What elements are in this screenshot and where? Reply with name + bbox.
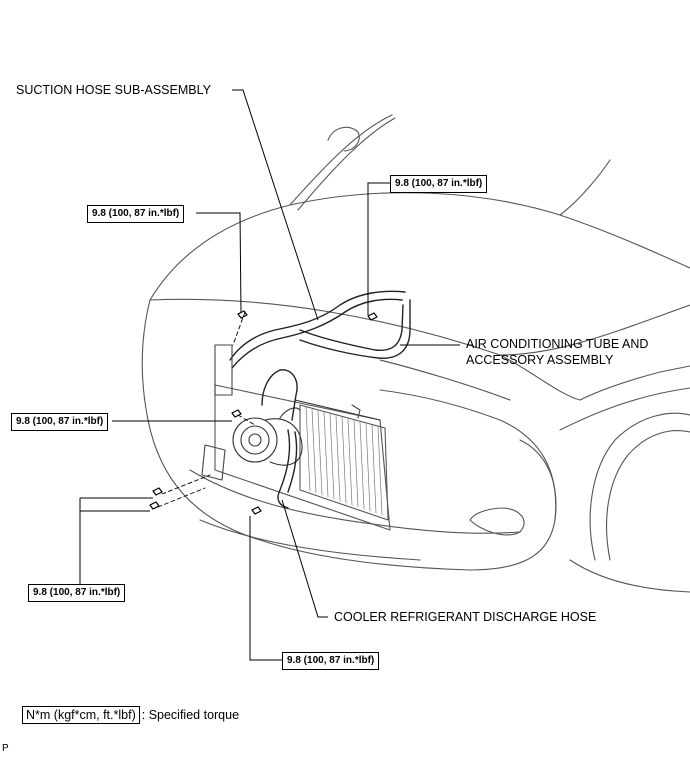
torque-box-bottom: 9.8 (100, 87 in.*lbf) xyxy=(282,652,380,670)
condenser xyxy=(214,384,391,531)
bolts xyxy=(149,310,378,515)
torque-box-upper-right: 9.8 (100, 87 in.*lbf) xyxy=(390,175,488,193)
legend-text: : Specified torque xyxy=(141,708,240,722)
windshield-outline xyxy=(289,114,396,211)
legend-unit-box: N*m (kgf*cm, ft.*lbf) xyxy=(22,706,140,724)
ac-tube-label-line1: AIR CONDITIONING TUBE AND xyxy=(466,337,649,351)
compressor xyxy=(232,407,303,466)
torque-box-upper-left: 9.8 (100, 87 in.*lbf) xyxy=(87,205,185,223)
discharge-hose-label: COOLER REFRIGERANT DISCHARGE HOSE xyxy=(334,610,597,624)
ac-tube-label-line2: ACCESSORY ASSEMBLY xyxy=(466,353,614,367)
torque-box-middle-left: 9.8 (100, 87 in.*lbf) xyxy=(11,413,109,431)
leader-lines xyxy=(79,89,460,661)
suction-hose-label: SUCTION HOSE SUB-ASSEMBLY xyxy=(16,83,211,97)
torque-legend: N*m (kgf*cm, ft.*lbf): Specified torque xyxy=(22,706,240,724)
brackets xyxy=(201,344,361,481)
torque-box-lower-left: 9.8 (100, 87 in.*lbf) xyxy=(28,584,126,602)
ac-hoses xyxy=(229,290,411,509)
hidden-lines xyxy=(157,311,256,508)
condenser-fins xyxy=(305,406,383,516)
corner-mark: P xyxy=(2,743,9,754)
